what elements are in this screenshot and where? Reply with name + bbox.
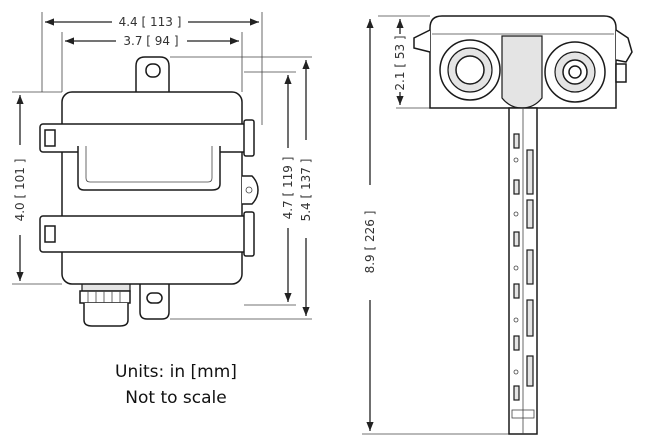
side-head-height-label: 2.1 [ 53 ]: [393, 35, 407, 90]
side-total-height-label: 8.9 [ 226 ]: [363, 211, 377, 274]
mount-height-label: 4.7 [ 119 ]: [281, 157, 295, 220]
scale-note: Not to scale: [125, 388, 226, 408]
side-view: 2.1 [ 53 ] 8.9 [ 226 ]: [362, 15, 633, 435]
dim-body-width: 3.7 [ 94 ]: [61, 32, 243, 92]
dim-overall-height: 5.4 [ 137 ]: [299, 59, 313, 316]
bottom-mount-slot: [146, 292, 163, 304]
dim-side-total-height: 8.9 [ 226 ]: [362, 19, 520, 435]
cable-gland: [79, 282, 131, 327]
right-clip: [615, 29, 633, 63]
front-view: 4.4 [ 113 ] 3.7 [ 94 ] 4.0 [ 101 ]: [12, 12, 313, 327]
body-width-label: 3.7 [ 94 ]: [123, 34, 178, 48]
upper-strap: [39, 119, 255, 191]
overall-height-label: 5.4 [ 137 ]: [299, 159, 313, 222]
dim-body-height: 4.0 [ 101 ]: [12, 91, 62, 285]
dim-overall-width: 4.4 [ 113 ]: [41, 12, 263, 125]
lower-strap: [39, 211, 255, 257]
side-boss: [242, 175, 259, 205]
probe-features: [511, 133, 535, 419]
top-mount-slot: [145, 63, 161, 78]
dim-side-head-height: 2.1 [ 53 ]: [378, 15, 430, 109]
overall-width-label: 4.4 [ 113 ]: [119, 15, 182, 29]
left-clip: [413, 29, 431, 53]
dim-mount-height: 4.7 [ 119 ]: [170, 56, 312, 320]
units-note: Units: in [mm]: [115, 362, 237, 382]
body-height-label: 4.0 [ 101 ]: [13, 159, 27, 222]
